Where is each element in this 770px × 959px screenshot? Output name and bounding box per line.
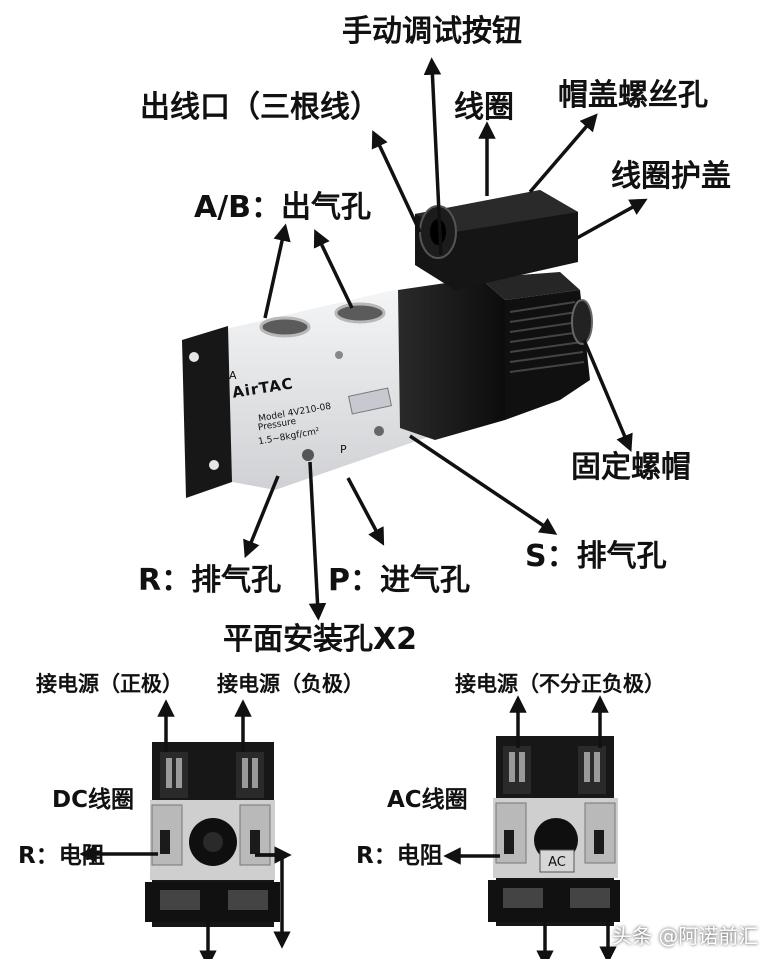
label-dc-positive: 接电源（正极） (36, 672, 183, 696)
port-b-hole (334, 302, 386, 324)
label-coil: 线圈 (454, 90, 514, 125)
dc-lead-line (255, 853, 291, 949)
label-r-port: R：排气孔 (138, 563, 282, 598)
label-s-port: S：排气孔 (525, 539, 667, 574)
label-outlet-wire: 出线口（三根线） (140, 90, 380, 125)
dc-coil-panel (145, 742, 280, 927)
arrow-cap-screw (528, 113, 598, 194)
valve-arrows (243, 57, 648, 621)
label-ac-power: 接电源（不分正负极） (455, 672, 665, 696)
arrow-p-port (346, 477, 385, 546)
arrow-port-a (263, 223, 291, 319)
arrow-outlet-wire (371, 130, 422, 233)
coil-cover (415, 190, 585, 373)
arrow-mount-hole (308, 461, 327, 621)
label-mount-hole: 平面安装孔X2 (223, 622, 418, 657)
label-dc-negative: 接电源（负极） (217, 672, 364, 696)
arrow-r-port (243, 475, 280, 559)
arrow-port-b (313, 229, 354, 309)
fixing-nut (571, 299, 593, 345)
panel-arrows (79, 695, 609, 959)
label-fixing-nut: 固定螺帽 (571, 450, 691, 485)
arrow-s-port (409, 434, 558, 535)
arrow-manual-button (423, 57, 443, 256)
valve-end-cap (182, 326, 232, 498)
label-ab-port: A/B：出气孔 (194, 190, 372, 225)
marking-p: P (340, 443, 347, 456)
label-dc-coil: DC线圈 (52, 787, 134, 813)
marking-a: A (229, 369, 237, 382)
watermark: 头条 @阿诺前汇 (612, 924, 759, 948)
label-ac-coil: AC线圈 (387, 787, 468, 813)
label-coil-cover: 线圈护盖 (611, 159, 731, 194)
label-manual-button: 手动调试按钮 (342, 14, 522, 49)
arrow-fixing-nut (582, 339, 633, 453)
label-cap-screw-hole: 帽盖螺丝孔 (558, 78, 708, 113)
ac-coil-panel: AC (488, 736, 620, 926)
label-ac-resistor: R：电阻 (356, 843, 443, 869)
port-a-hole (259, 316, 311, 338)
solenoid-housing (398, 278, 505, 440)
label-p-port: P：进气孔 (328, 563, 470, 598)
arrow-coil-cover (576, 198, 648, 240)
label-dc-resistor: R：电阻 (18, 843, 105, 869)
ac-chip-text: AC (548, 855, 566, 870)
valve-body (182, 190, 593, 498)
